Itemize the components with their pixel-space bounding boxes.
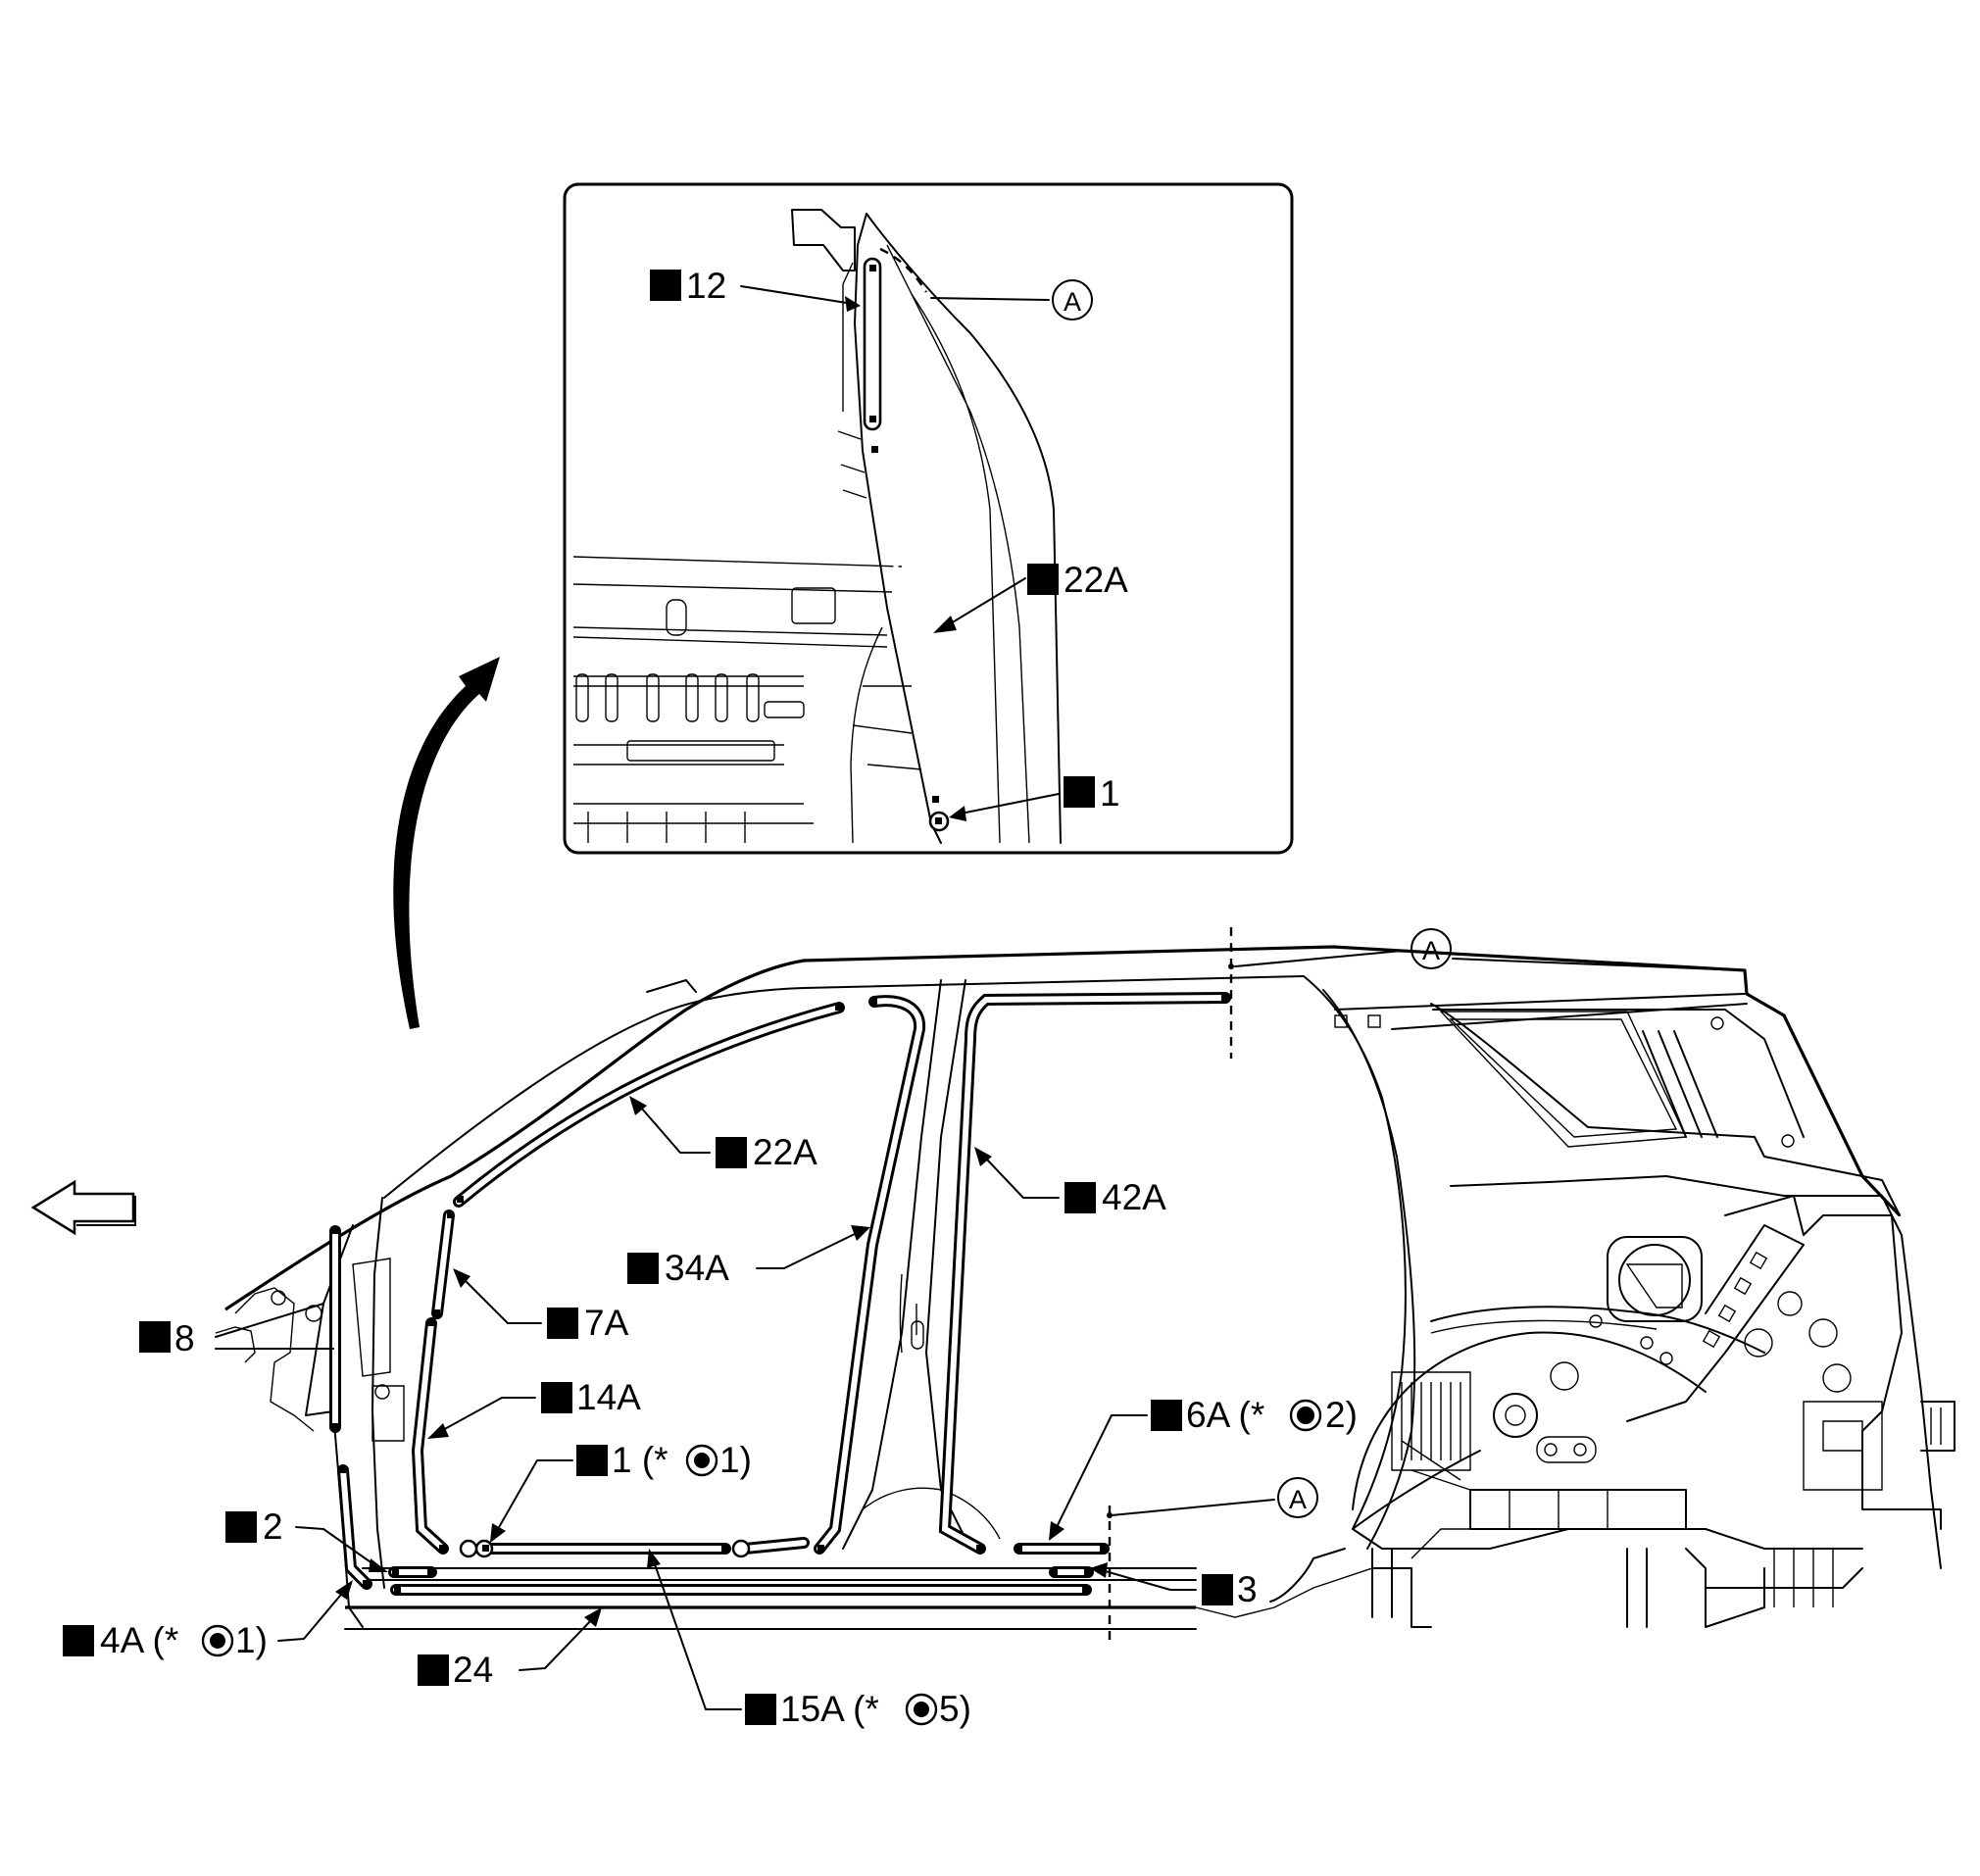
svg-text:1): 1) xyxy=(235,1620,268,1660)
circle-dot-icon xyxy=(1289,1399,1322,1432)
svg-text:5): 5) xyxy=(939,1689,971,1729)
svg-text:22A: 22A xyxy=(1064,560,1128,600)
callout-14A: 14A xyxy=(427,1377,641,1439)
callout-24: 24 xyxy=(418,1607,602,1690)
svg-text:7A: 7A xyxy=(584,1303,629,1343)
callout-34A: 34A xyxy=(627,1225,870,1288)
inset-detail-view: 12 22A 1 A xyxy=(563,182,1294,855)
circle-dot-icon xyxy=(685,1444,718,1477)
main-sealer-beads xyxy=(329,992,1231,1596)
svg-text:15A (*: 15A (* xyxy=(780,1689,879,1729)
callout-4A: 4A (* 1) xyxy=(63,1580,353,1660)
inset-label-12: 12 xyxy=(650,266,861,312)
reference-A-top: A xyxy=(1234,928,1746,971)
front-arrow-icon xyxy=(30,1179,136,1236)
sealer-bead-12 xyxy=(863,257,882,431)
svg-text:34A: 34A xyxy=(665,1248,729,1288)
inset-label-22A: 22A xyxy=(933,560,1128,633)
callout-1: 1 (* 1) xyxy=(490,1440,752,1543)
svg-text:3: 3 xyxy=(1237,1569,1258,1609)
svg-text:A: A xyxy=(1064,287,1081,317)
svg-text:42A: 42A xyxy=(1102,1177,1166,1217)
callout-42A: 42A xyxy=(974,1147,1166,1217)
svg-text:14A: 14A xyxy=(576,1377,641,1417)
svg-text:A: A xyxy=(1422,936,1440,965)
fuel-filler-opening xyxy=(1607,1236,1703,1322)
body-side-outline xyxy=(215,945,1955,1630)
callout-7A: 7A xyxy=(453,1268,629,1343)
bead-end-markers xyxy=(331,994,1228,1593)
svg-text:12: 12 xyxy=(686,266,726,306)
svg-text:1 (*: 1 (* xyxy=(612,1440,668,1480)
svg-text:6A (*: 6A (* xyxy=(1186,1395,1264,1435)
section-cut-lines xyxy=(1107,927,1234,1641)
callout-8: 8 xyxy=(139,1303,334,1358)
inset-reference-A: A xyxy=(930,279,1093,321)
rear-bracket-holes xyxy=(1702,1251,1768,1349)
callout-2: 2 xyxy=(225,1506,388,1572)
svg-text:1: 1 xyxy=(1100,773,1120,814)
svg-text:22A: 22A xyxy=(753,1132,817,1172)
svg-text:4A (*: 4A (* xyxy=(100,1620,178,1660)
circle-dot-icon xyxy=(201,1624,234,1657)
svg-text:2: 2 xyxy=(263,1506,283,1547)
curved-arrow-icon xyxy=(393,657,500,1029)
reference-A-bottom: A xyxy=(1111,1477,1318,1518)
inset-interior-slots xyxy=(575,587,836,762)
svg-text:1): 1) xyxy=(719,1440,752,1480)
inset-label-1: 1 xyxy=(949,773,1120,821)
circle-dot-icon xyxy=(905,1693,938,1726)
callout-6A: 6A (* 2) xyxy=(1049,1395,1358,1541)
callout-3: 3 xyxy=(1090,1548,1346,1609)
svg-text:2): 2) xyxy=(1325,1395,1358,1435)
callout-22A: 22A xyxy=(629,1096,817,1172)
svg-text:24: 24 xyxy=(453,1650,493,1690)
svg-text:A: A xyxy=(1289,1485,1307,1514)
callout-15A: 15A (* 5) xyxy=(647,1549,971,1729)
svg-text:8: 8 xyxy=(174,1318,195,1358)
